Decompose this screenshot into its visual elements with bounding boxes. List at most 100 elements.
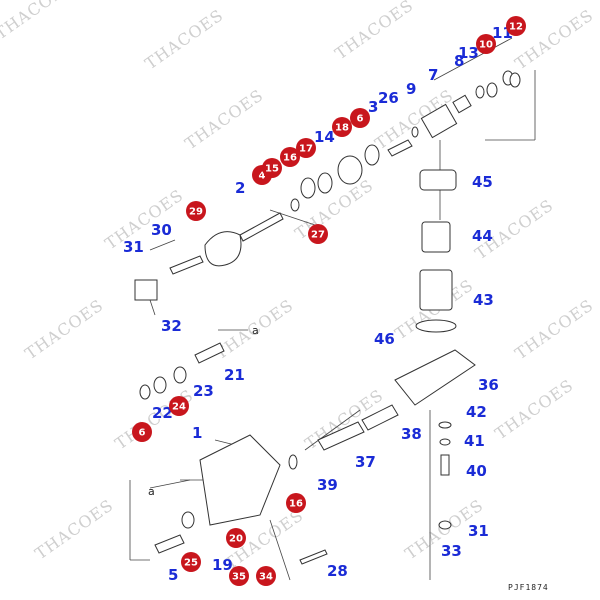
watermark-text: THACOES — [511, 295, 597, 363]
part-38-shape — [361, 404, 399, 431]
marker-dot — [350, 108, 370, 128]
arrow-a-bottom — [149, 479, 191, 489]
callout-marker: 35 — [229, 566, 249, 586]
callout-label: 14 — [314, 128, 335, 146]
callout-label: 2 — [235, 179, 245, 197]
marker-number: 17 — [299, 144, 313, 155]
part-40-shape — [440, 454, 450, 476]
marker-dot — [169, 396, 189, 416]
callout-label: 30 — [151, 221, 172, 239]
callout-marker: 20 — [226, 528, 246, 548]
marker-number: 29 — [189, 207, 203, 218]
watermark-text: THACOES — [31, 495, 117, 563]
marker-number: 25 — [184, 558, 198, 569]
part-6-shape — [139, 384, 151, 400]
drawing-code: PJF1874 — [508, 583, 549, 592]
callout-label: 22 — [152, 404, 173, 422]
part-27-shape — [290, 198, 300, 212]
callout-label: 28 — [327, 562, 348, 580]
marker-number: 16 — [289, 499, 303, 510]
callout-label: 46 — [374, 330, 395, 348]
marker-dot — [308, 224, 328, 244]
callout-marker: 15 — [262, 158, 282, 178]
part-2-shape — [239, 212, 284, 242]
part-5-shape — [154, 534, 185, 554]
part-17-shape — [317, 172, 333, 194]
callout-label: 26 — [378, 89, 399, 107]
callout-label: 32 — [161, 317, 182, 335]
callout-label: 44 — [472, 227, 493, 245]
watermark-text: THACOES — [101, 185, 187, 253]
part-33-shape — [438, 520, 452, 530]
marker-number: 4 — [259, 171, 266, 182]
watermark-text: THACOES — [331, 0, 417, 63]
watermark-text: THACOES — [141, 5, 227, 73]
marker-number: 16 — [283, 153, 297, 164]
part-22-shape — [153, 376, 167, 394]
part-30-shape — [169, 255, 204, 275]
part-32-shape — [134, 279, 158, 301]
part-46-shape — [415, 319, 457, 333]
part-3-shape — [364, 144, 380, 166]
callout-label: 9 — [406, 80, 416, 98]
part-14-shape — [337, 155, 363, 185]
part-21-shape — [194, 342, 225, 364]
part-44-shape — [421, 221, 451, 253]
marker-dot — [286, 493, 306, 513]
marker-number: 15 — [265, 164, 279, 175]
watermark-text: THACOES — [491, 375, 577, 443]
part-29-shape — [204, 231, 242, 267]
callout-label: 13 — [458, 44, 479, 62]
callout-label: 8 — [454, 52, 464, 70]
part-1-shape — [199, 434, 281, 526]
marker-number: 6 — [357, 114, 364, 125]
marker-dot — [181, 552, 201, 572]
part-36-shape — [394, 349, 476, 406]
watermark-text: THACOES — [21, 295, 107, 363]
marker-dot — [256, 566, 276, 586]
part-16-shape — [300, 177, 316, 199]
callout-marker: 25 — [181, 552, 201, 572]
marker-number: 34 — [259, 572, 273, 583]
callout-label: 43 — [473, 291, 494, 309]
callout-marker: 12 — [506, 16, 526, 36]
callout-label: 7 — [428, 66, 438, 84]
parts-outlines — [134, 70, 521, 565]
marker-dot — [229, 566, 249, 586]
callout-marker: 24 — [169, 396, 189, 416]
callout-labels: 1235789111314192122232628303131323336373… — [123, 24, 513, 584]
part-43-shape — [419, 269, 453, 311]
callout-label: 3 — [368, 98, 378, 116]
callout-label: 33 — [441, 542, 462, 560]
part-7-shape — [420, 103, 458, 139]
marker-dot — [332, 117, 352, 137]
part-26-shape — [387, 139, 413, 157]
part-45-shape — [419, 169, 457, 191]
callout-label: 40 — [466, 462, 487, 480]
callout-label: 37 — [355, 453, 376, 471]
marker-number: 35 — [232, 572, 246, 583]
part-39-shape — [288, 454, 298, 470]
callout-marker: 29 — [186, 201, 206, 221]
callout-label: 31 — [468, 522, 489, 540]
marker-number: 18 — [335, 123, 349, 134]
marker-number: 20 — [229, 534, 243, 545]
part-41-shape — [439, 438, 451, 446]
callout-label: 41 — [464, 432, 485, 450]
marker-dot — [186, 201, 206, 221]
callout-label: 39 — [317, 476, 338, 494]
part-8-shape — [452, 94, 472, 114]
callout-marker: 6 — [132, 422, 152, 442]
callout-label: 5 — [168, 566, 178, 584]
part-12-shape — [509, 72, 521, 88]
callout-label: 23 — [193, 382, 214, 400]
marker-number: 10 — [479, 40, 493, 51]
callout-label: 38 — [401, 425, 422, 443]
callout-marker: 27 — [308, 224, 328, 244]
marker-dot — [262, 158, 282, 178]
arrow-label-top: a — [252, 324, 259, 337]
watermark-text: THACOES — [181, 85, 267, 153]
callout-marker: 34 — [256, 566, 276, 586]
watermark-text: THACOES — [511, 5, 597, 73]
